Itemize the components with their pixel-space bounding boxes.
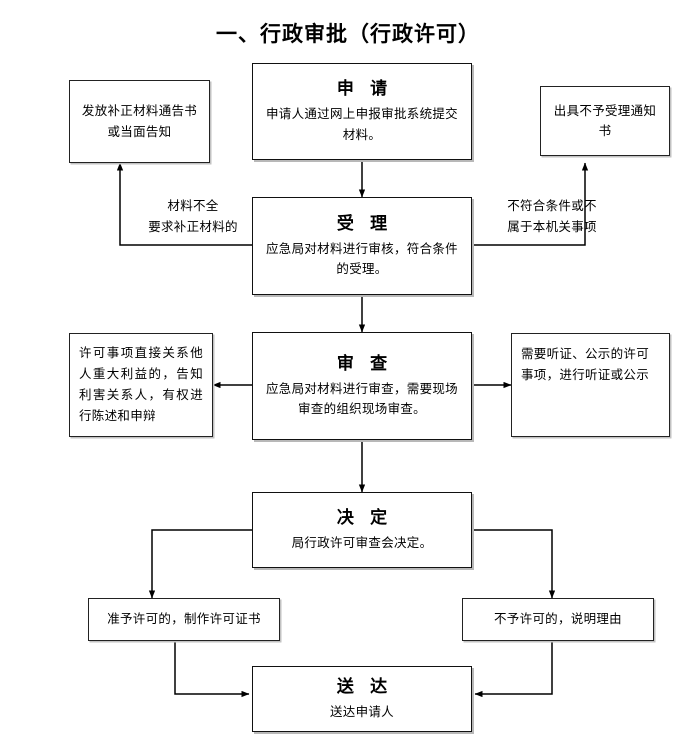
- step-body-decide: 局行政许可审查会决定。: [291, 536, 433, 550]
- side-box-stakeholder-statement[interactable]: 许可事项直接关系他人重大利益的，告知利害关系人，有权进行陈述和申辩: [69, 333, 213, 437]
- step-title-accept: 受 理: [336, 213, 394, 233]
- step-title-apply: 申 请: [336, 79, 394, 99]
- side-box-supplement-notice-text: 发放补正材料通告书或当面告知: [81, 104, 198, 139]
- step-body-review: 应急局对材料进行审查，需要现场审查的组织现场审查。: [265, 381, 458, 417]
- step-body-apply: 申请人通过网上申报审批系统提交材料。: [265, 107, 458, 142]
- step-box-review[interactable]: 审 查 应急局对材料进行审查，需要现场审查的组织现场审查。: [252, 332, 472, 440]
- step-box-decide[interactable]: 决 定 局行政许可审查会决定。: [252, 492, 472, 568]
- side-box-grant-license[interactable]: 准予许可的，制作许可证书: [88, 598, 280, 641]
- step-box-deliver[interactable]: 送 达 送达申请人: [252, 666, 472, 732]
- step-box-apply[interactable]: 申 请 申请人通过网上申报审批系统提交材料。: [252, 63, 472, 160]
- page-title: 一、行政审批（行政许可）: [216, 22, 480, 46]
- side-box-hearing-publicity-text: 需要听证、公示的许可事项，进行听证或公示: [521, 347, 650, 383]
- side-box-supplement-notice[interactable]: 发放补正材料通告书或当面告知: [69, 80, 210, 163]
- step-title-decide: 决 定: [336, 507, 394, 527]
- side-box-deny-reason-text: 不予许可的，说明理由: [493, 612, 622, 627]
- edge-label-not-qualified: 不符合条件或不 属于本机关事项: [492, 196, 612, 237]
- step-title-deliver: 送 达: [336, 676, 394, 696]
- side-box-stakeholder-statement-text: 许可事项直接关系他人重大利益的，告知利害关系人，有权进行陈述和申辩: [79, 345, 203, 424]
- step-title-review: 审 查: [336, 353, 394, 373]
- connector-decide-to-grant: [148, 529, 252, 599]
- edge-label-not-qualified-line2: 属于本机关事项: [507, 219, 597, 234]
- step-body-deliver: 送达申请人: [329, 705, 394, 719]
- side-box-grant-license-text: 准予许可的，制作许可证书: [107, 612, 261, 627]
- side-box-deny-reason[interactable]: 不予许可的，说明理由: [462, 598, 654, 641]
- edge-label-not-qualified-line1: 不符合条件或不: [507, 199, 597, 213]
- side-box-reject-acceptance-notice[interactable]: 出具不予受理通知书: [540, 86, 670, 156]
- connector-grant-to-deliver: [174, 641, 250, 698]
- edge-label-incomplete-materials-line2: 要求补正材料的: [148, 219, 238, 234]
- connector-deny-to-deliver: [474, 641, 553, 698]
- edge-label-incomplete-materials-line1: 材料不全: [167, 199, 219, 213]
- connector-decide-to-deny: [472, 529, 556, 599]
- edge-label-incomplete-materials: 材料不全 要求补正材料的: [128, 196, 258, 237]
- step-box-accept[interactable]: 受 理 应急局对材料进行审核，符合条件的受理。: [252, 197, 472, 295]
- step-body-accept: 应急局对材料进行审核，符合条件的受理。: [265, 241, 458, 277]
- side-box-reject-acceptance-notice-text: 出具不予受理通知书: [553, 103, 657, 138]
- side-box-hearing-publicity[interactable]: 需要听证、公示的许可事项，进行听证或公示: [511, 333, 670, 437]
